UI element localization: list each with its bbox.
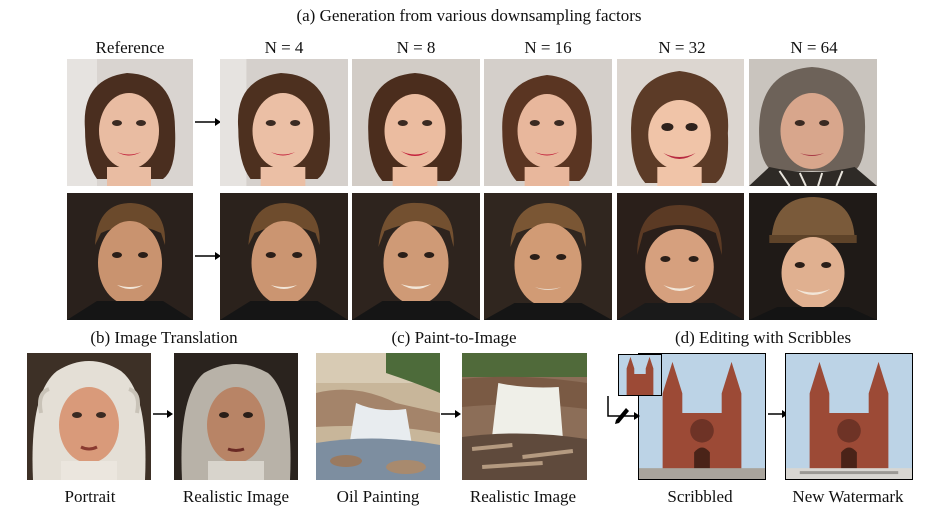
face-old-woman-n64 — [749, 59, 877, 186]
scribbled-cathedral-image — [638, 353, 766, 480]
caption-oil-painting: Oil Painting — [336, 487, 420, 506]
face-man-n8 — [352, 193, 480, 320]
arrow-right-icon — [195, 251, 221, 261]
realistic-waterfall-image — [462, 353, 587, 480]
section-a-title: (a) Generation from various downsampling… — [296, 6, 642, 25]
realistic-portrait-image — [174, 353, 298, 480]
caption-realistic-image-b: Realistic Image — [182, 487, 290, 506]
face-man-hat-n64 — [749, 193, 877, 320]
section-c-title: (c) Paint-to-Image — [391, 328, 517, 347]
caption-scribbled: Scribbled — [667, 487, 733, 506]
portrait-painting-image — [27, 353, 151, 480]
column-label-reference: Reference — [95, 38, 165, 57]
face-girl-n32 — [617, 59, 744, 186]
section-d-title: (d) Editing with Scribbles — [674, 328, 852, 347]
face-woman-n16 — [484, 59, 612, 186]
arrow-right-icon — [195, 117, 221, 127]
face-man-n32 — [617, 193, 744, 320]
column-label-n64: N = 64 — [790, 38, 838, 57]
face-man-reference — [67, 193, 193, 320]
face-man-n4 — [220, 193, 348, 320]
face-woman-n8 — [352, 59, 480, 186]
pen-icon — [612, 404, 632, 424]
column-label-n32: N = 32 — [658, 38, 706, 57]
section-b-title: (b) Image Translation — [90, 328, 238, 347]
scribbled-inset-thumbnail — [618, 354, 662, 396]
caption-realistic-image-c: Realistic Image — [469, 487, 577, 506]
face-man-n16 — [484, 193, 612, 320]
face-woman-reference — [67, 59, 193, 186]
column-label-n16: N = 16 — [524, 38, 572, 57]
caption-new-watermark: New Watermark — [792, 487, 904, 506]
column-label-n4: N = 4 — [264, 38, 304, 57]
arrow-right-icon — [153, 409, 173, 419]
arrow-right-icon — [441, 409, 461, 419]
scribble-connector-arrow-icon — [606, 396, 640, 420]
caption-portrait: Portrait — [64, 487, 116, 506]
oil-painting-image — [316, 353, 440, 480]
column-label-n8: N = 8 — [396, 38, 436, 57]
face-woman-n4 — [220, 59, 348, 186]
new-watermark-cathedral-image — [785, 353, 913, 480]
